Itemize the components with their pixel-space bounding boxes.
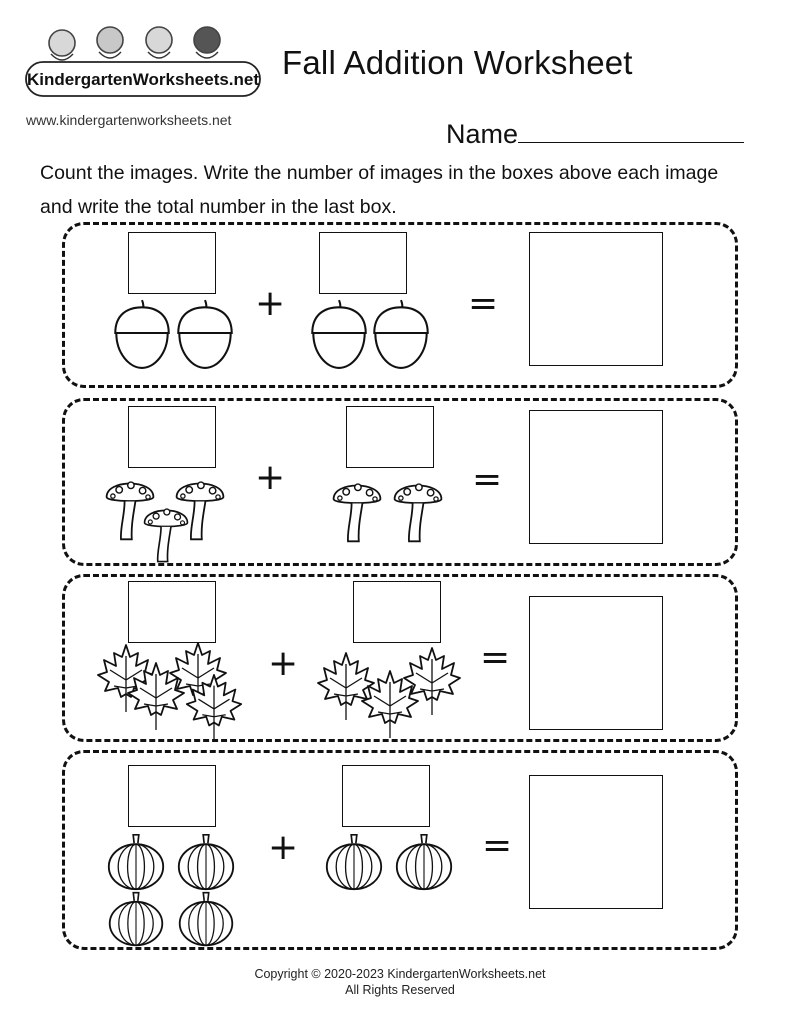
total-box-4[interactable]	[529, 775, 663, 909]
acorn-icon	[111, 296, 173, 370]
pumpkin-icon	[176, 832, 236, 892]
plus-sign: +	[268, 643, 299, 684]
answer-box-left-2[interactable]	[128, 406, 216, 468]
pumpkin-icon	[176, 890, 236, 948]
total-box-3[interactable]	[529, 596, 663, 730]
name-field[interactable]: Name	[446, 118, 745, 150]
acorn-icon	[308, 296, 370, 370]
acorn-icon	[370, 296, 432, 370]
pumpkin-icon	[394, 832, 454, 892]
answer-box-right-4[interactable]	[342, 765, 430, 827]
equals-sign: =	[480, 637, 511, 678]
instructions-line-2: and write the total number in the last b…	[40, 196, 397, 218]
problem-panel-2	[62, 398, 738, 566]
svg-text:KindergartenWorksheets.net: KindergartenWorksheets.net	[27, 70, 259, 89]
answer-box-right-1[interactable]	[319, 232, 407, 294]
problem-panel-4	[62, 750, 738, 950]
name-write-line[interactable]	[518, 118, 745, 143]
site-url[interactable]: www.kindergartenworksheets.net	[26, 112, 232, 128]
pumpkin-icon	[106, 890, 166, 948]
instructions-line-1: Count the images. Write the number of im…	[40, 162, 719, 184]
maple-leaf-icon	[360, 668, 420, 740]
equals-sign: =	[472, 459, 503, 500]
answer-box-right-3[interactable]	[353, 581, 441, 643]
equals-sign: =	[482, 825, 513, 866]
problem-panel-1	[62, 222, 738, 388]
plus-sign: +	[255, 283, 286, 324]
kindergarten-worksheets-logo: KindergartenWorksheets.net	[25, 26, 261, 97]
copyright-text: Copyright © 2020-2023 KindergartenWorksh…	[254, 967, 546, 981]
answer-box-right-2[interactable]	[346, 406, 434, 468]
pumpkin-icon	[106, 832, 166, 892]
mushroom-icon	[389, 472, 447, 544]
answer-box-left-1[interactable]	[128, 232, 216, 294]
plus-sign: +	[255, 457, 286, 498]
mushroom-icon	[328, 472, 386, 544]
maple-leaf-icon	[126, 660, 186, 732]
total-box-2[interactable]	[529, 410, 663, 544]
worksheet-title: Fall Addition Worksheet	[282, 44, 633, 81]
total-box-1[interactable]	[529, 232, 663, 366]
answer-box-left-3[interactable]	[128, 581, 216, 643]
problem-panel-3	[62, 574, 738, 742]
name-label: Name	[446, 119, 519, 149]
maple-leaf-icon	[184, 672, 244, 742]
acorn-icon	[174, 296, 236, 370]
copyright-footer: Copyright © 2020-2023 KindergartenWorksh…	[0, 966, 800, 998]
plus-sign: +	[268, 827, 299, 868]
answer-box-left-4[interactable]	[128, 765, 216, 827]
equals-sign: =	[468, 283, 499, 324]
rights-text: All Rights Reserved	[345, 983, 455, 997]
pumpkin-icon	[324, 832, 384, 892]
instructions: Count the images. Write the number of im…	[40, 156, 770, 224]
mushroom-icon	[137, 498, 195, 564]
